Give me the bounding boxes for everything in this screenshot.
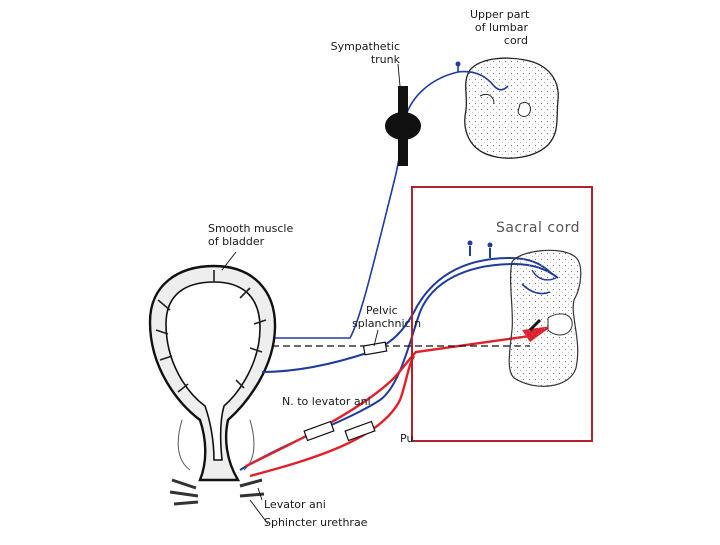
label-pelvic-splanchnic: Pelvic splanchnic n [352, 304, 422, 330]
lumbar-cord-section [464, 57, 559, 159]
label-levator-ani: Levator ani [264, 498, 326, 511]
label-sacral-cord: Sacral cord [496, 220, 580, 236]
label-sympathetic-trunk: Sympathetic trunk [330, 40, 400, 66]
label-nerve-to-levator-ani: N. to levator ani [282, 395, 371, 408]
ganglion-dot [455, 61, 461, 67]
sacral-highlight-box [411, 186, 593, 442]
label-upper-lumbar-cord: Upper part of lumbar cord [470, 8, 530, 47]
label-leaders [221, 63, 401, 525]
label-sphincter-urethrae: Sphincter urethrae [264, 516, 368, 529]
somatic-nerves [245, 334, 531, 478]
sympathetic-ganglion [385, 86, 421, 166]
sacral-cord-section [508, 249, 582, 387]
bladder [148, 264, 277, 506]
label-pudendal-partial: Pu [400, 432, 414, 445]
nerve-ganglia [303, 341, 388, 442]
label-smooth-muscle: Smooth muscle of bladder [208, 222, 294, 248]
